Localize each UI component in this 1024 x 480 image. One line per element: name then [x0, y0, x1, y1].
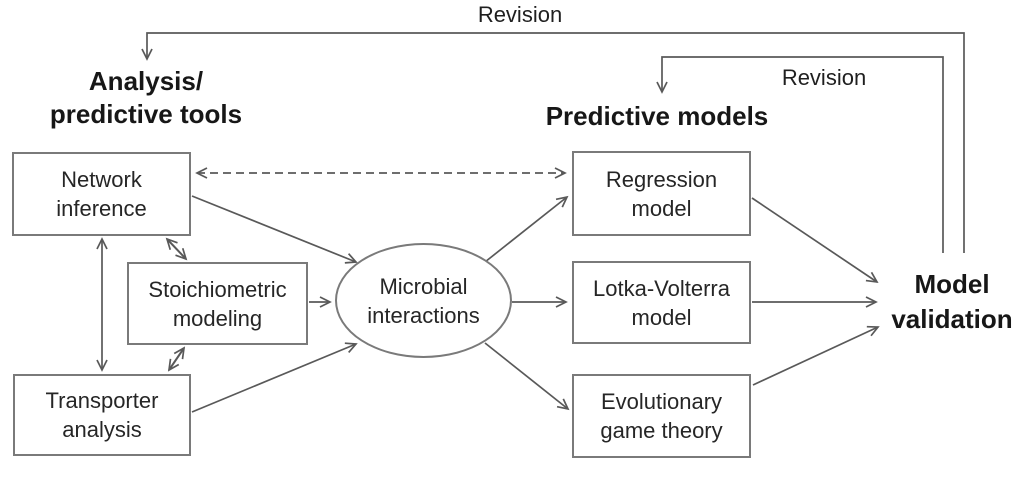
revision-label-inner: Revision: [781, 65, 867, 90]
node-transporter-analysis: Transporter analysis: [13, 374, 191, 456]
heading-analysis-predictive-tools: Analysis/ predictive tools: [49, 66, 243, 129]
arrow-interactions-to-regression: [484, 195, 569, 263]
node-lotka-volterra-model: Lotka-Volterra model: [572, 261, 751, 344]
node-microbial-interactions: Microbial interactions: [335, 243, 512, 358]
revision-arrow-inner: [656, 56, 944, 253]
arrow-network-stoichiometric: [165, 237, 188, 261]
heading-predictive-models: Predictive models: [545, 101, 769, 131]
node-regression-model: Regression model: [572, 151, 751, 236]
arrow-network-to-interactions: [191, 195, 358, 264]
heading-model-validation: Model validation: [891, 269, 1013, 334]
arrow-regression-to-validation: [751, 197, 879, 284]
node-network-inference: Network inference: [12, 152, 191, 236]
arrow-interactions-to-evolutionary: [484, 342, 570, 411]
revision-arrow-outer: [141, 32, 965, 253]
arrow-evolutionary-to-validation: [752, 325, 880, 386]
node-stoichiometric-modeling: Stoichiometric modeling: [127, 262, 308, 345]
arrow-stoichiometric-transporter: [167, 346, 186, 372]
node-evolutionary-game-theory: Evolutionary game theory: [572, 374, 751, 458]
revision-label-top: Revision: [477, 2, 563, 27]
arrow-transporter-to-interactions: [191, 342, 358, 413]
